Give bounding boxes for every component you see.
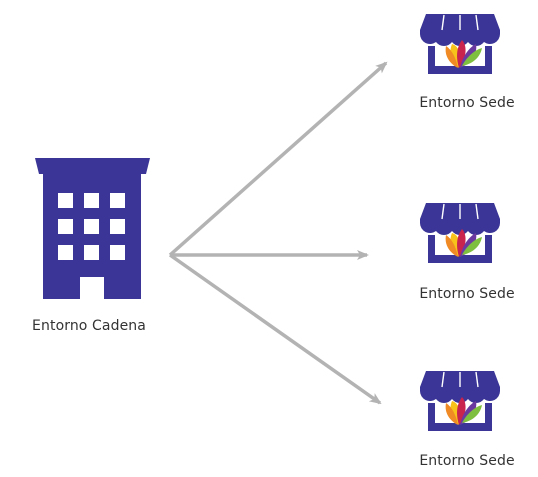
storefront-icon [419,370,501,432]
store-label-3: Entorno Sede [419,453,515,469]
storefront-icon [419,202,501,264]
store-label-2: Entorno Sede [419,286,515,302]
chain-label: Entorno Cadena [32,318,146,334]
arrow-to-store-3 [168,253,382,405]
arrow-to-store-1 [168,61,388,257]
connector-arrows [168,61,388,405]
storefront-icon [419,13,501,75]
store-label-1: Entorno Sede [419,95,515,111]
office-building-icon [35,158,150,299]
